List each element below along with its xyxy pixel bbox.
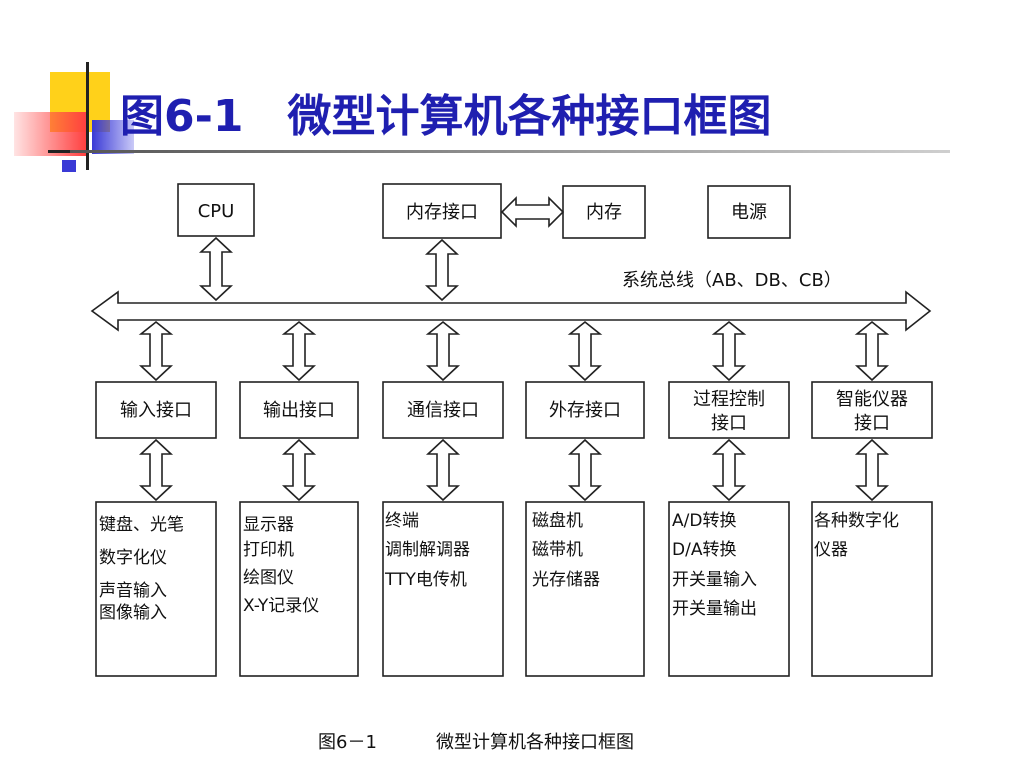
bus-to-interface-arrow [711, 320, 747, 382]
mem-double-arrow [500, 196, 565, 228]
device-item: 开关量输入 [672, 570, 757, 590]
interface-label: 通信接口 [407, 400, 479, 421]
mem-interface-bus-arrow [424, 238, 460, 302]
device-box [95, 501, 217, 677]
device-item: 各种数字化 [814, 511, 899, 531]
device-item: 声音输入 [99, 581, 167, 601]
interface-label: 外存接口 [549, 400, 621, 421]
slide-title: 图6-1 微型计算机各种接口框图 [120, 91, 772, 142]
device-item: A/D转换 [672, 511, 736, 531]
device-box [811, 501, 933, 677]
interface-label: 智能仪器 [836, 389, 908, 410]
caption-figure-number: 图6－1 [318, 732, 377, 753]
device-box [382, 501, 504, 677]
device-item: 磁盘机 [532, 511, 583, 531]
deco-blue-square [92, 120, 134, 154]
interface-box [525, 381, 645, 439]
device-item: 光存储器 [532, 570, 600, 590]
device-item: 显示器 [243, 515, 294, 535]
device-item: 开关量输出 [672, 599, 757, 619]
bus-to-interface-arrow [854, 320, 890, 382]
device-item: 绘图仪 [243, 568, 294, 588]
deco-blue-small [62, 160, 76, 172]
mem-interface-label: 内存接口 [406, 202, 478, 223]
interface-to-device-arrow [567, 438, 603, 502]
device-box [668, 501, 790, 677]
bus-to-interface-arrow [138, 320, 174, 382]
interface-to-device-arrow [138, 438, 174, 502]
interface-box [95, 381, 217, 439]
memory-label: 内存 [586, 202, 622, 223]
mem-interface-box [382, 183, 502, 239]
deco-red-bar [14, 112, 86, 156]
device-item: 磁带机 [532, 540, 583, 560]
deco-vertical-line [86, 62, 89, 170]
interface-to-device-arrow [711, 438, 747, 502]
cpu-label: CPU [198, 201, 235, 222]
device-item: 数字化仪 [99, 548, 167, 568]
cpu-box [177, 183, 255, 237]
device-item: 终端 [385, 511, 419, 531]
interface-box [668, 381, 790, 439]
title-underline [70, 150, 950, 153]
device-box [239, 501, 359, 677]
interface-box [382, 381, 504, 439]
device-item: 仪器 [814, 540, 848, 560]
device-item: TTY电传机 [384, 570, 467, 590]
interface-box [239, 381, 359, 439]
system-bus-label: 系统总线（AB、DB、CB） [622, 270, 842, 291]
device-item: X-Y记录仪 [243, 596, 319, 616]
interface-label: 输入接口 [120, 400, 192, 421]
system-bus-arrow [90, 290, 932, 332]
interface-label: 过程控制 [693, 389, 765, 410]
device-box [525, 501, 645, 677]
device-item: 键盘、光笔 [99, 515, 184, 535]
interface-to-device-arrow [281, 438, 317, 502]
device-item: 图像输入 [99, 603, 167, 623]
cpu-bus-arrow [198, 236, 234, 302]
interface-label-line2: 接口 [711, 413, 747, 434]
interface-box [811, 381, 933, 439]
bus-to-interface-arrow [425, 320, 461, 382]
device-item: 调制解调器 [385, 540, 470, 560]
bus-to-interface-arrow [281, 320, 317, 382]
interface-to-device-arrow [854, 438, 890, 502]
device-item: 打印机 [243, 540, 294, 560]
interface-label-line2: 接口 [854, 413, 890, 434]
power-label: 电源 [731, 202, 767, 223]
interface-label: 输出接口 [263, 400, 335, 421]
power-box [707, 185, 791, 239]
bus-to-interface-arrow [567, 320, 603, 382]
device-item: D/A转换 [672, 540, 736, 560]
interface-to-device-arrow [425, 438, 461, 502]
caption-text: 微型计算机各种接口框图 [436, 732, 634, 753]
